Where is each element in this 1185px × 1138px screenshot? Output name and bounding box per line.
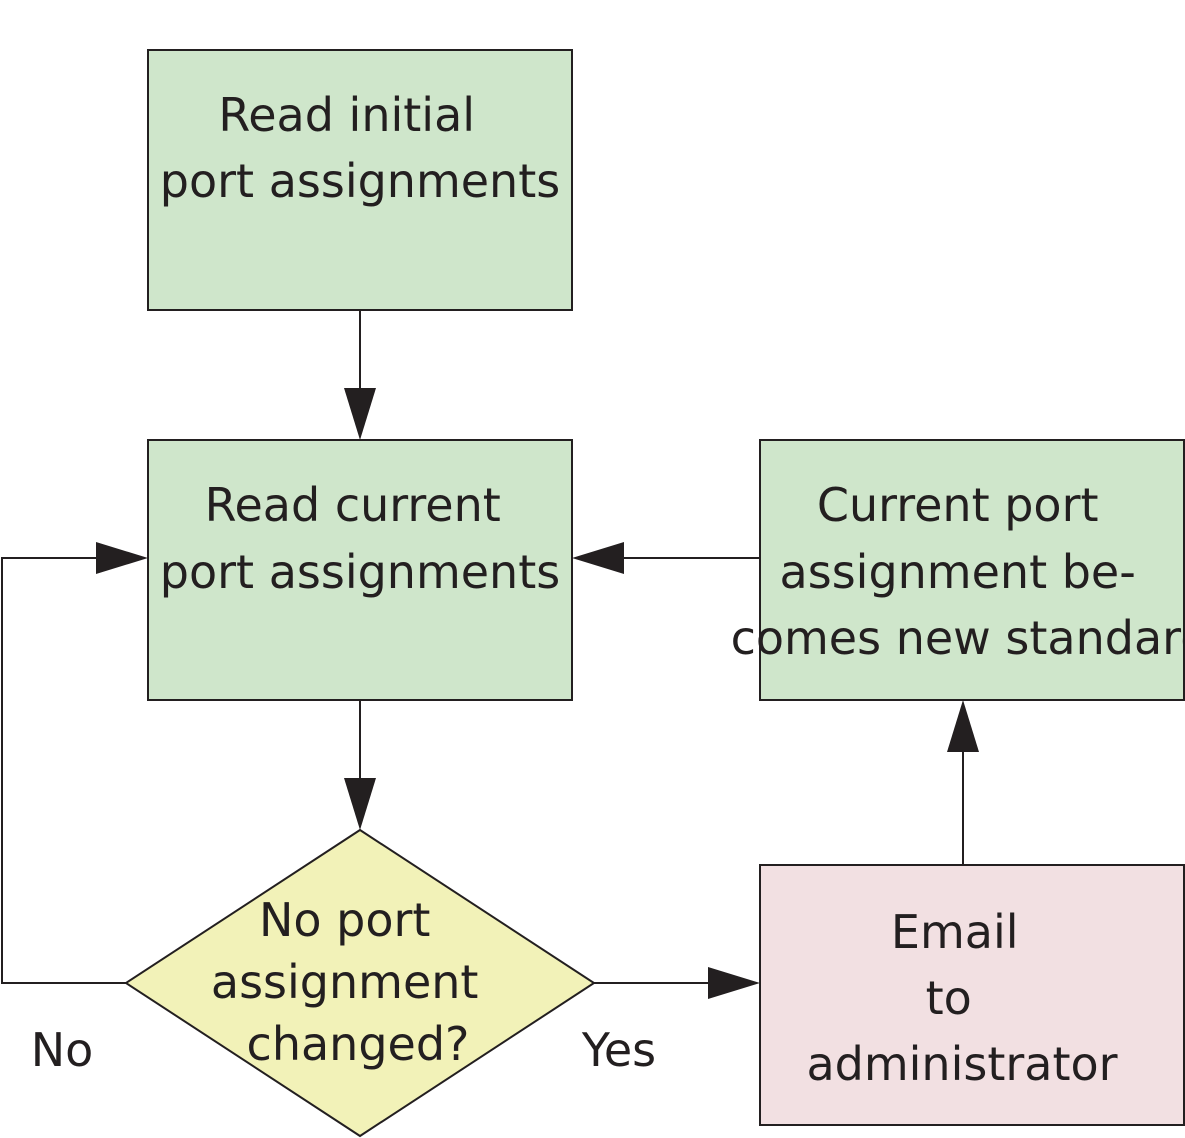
node-decision-diamond	[124, 828, 596, 1138]
node-read-current-box	[147, 439, 573, 701]
arrowhead-current-to-decision	[344, 778, 376, 830]
svg-text:Read current port assign: Read current port assignments	[160, 478, 560, 599]
edge-no-loop	[1, 557, 126, 984]
node-read-initial-line-2: port assignments	[160, 154, 560, 208]
node-read-initial-line-1: Read initial	[218, 88, 475, 142]
node-read-current: Read current port assignments	[147, 439, 573, 701]
svg-text:Email to administr: Email to administrator	[806, 905, 1117, 1091]
node-decision-line-1: No port	[259, 893, 430, 947]
arrowhead-initial-to-current	[344, 388, 376, 440]
node-decision: No port assignment changed?	[124, 828, 596, 1138]
node-email: Email to administrator	[759, 864, 1185, 1126]
arrowhead-standard-to-current	[572, 542, 624, 574]
node-email-line-3: administrator	[806, 1037, 1117, 1091]
svg-text:Read initial port assign: Read initial port assignments	[160, 88, 560, 208]
node-decision-line-2: assignment	[211, 955, 479, 1009]
node-email-line-1: Email	[891, 905, 1019, 959]
node-new-standard-box	[759, 439, 1185, 701]
node-read-current-line-2: port assignments	[160, 545, 560, 599]
arrowhead-email-to-standard	[947, 700, 979, 752]
node-read-initial-box	[147, 49, 573, 311]
node-email-box	[759, 864, 1185, 1126]
node-new-standard-line-3: comes new standard	[731, 611, 1185, 665]
node-new-standard-line-2: assignment be-	[780, 545, 1136, 599]
edges	[1, 310, 979, 999]
arrowhead-no-loop	[96, 542, 148, 574]
node-email-line-2: to	[926, 971, 972, 1025]
node-read-current-line-1: Read current	[205, 478, 501, 532]
svg-text:Current port assignment: Current port assignment be- comes new st…	[731, 478, 1185, 665]
edge-label-no: No	[31, 1023, 94, 1077]
node-read-initial: Read initial port assignments	[147, 49, 573, 311]
node-new-standard: Current port assignment be- comes new st…	[731, 439, 1185, 701]
svg-text:No port assignment: No port assignment changed?	[211, 893, 493, 1071]
arrowhead-yes-to-email	[708, 967, 760, 999]
node-new-standard-line-1: Current port	[817, 478, 1099, 532]
node-decision-line-3: changed?	[247, 1017, 470, 1071]
edge-label-yes: Yes	[581, 1023, 656, 1077]
